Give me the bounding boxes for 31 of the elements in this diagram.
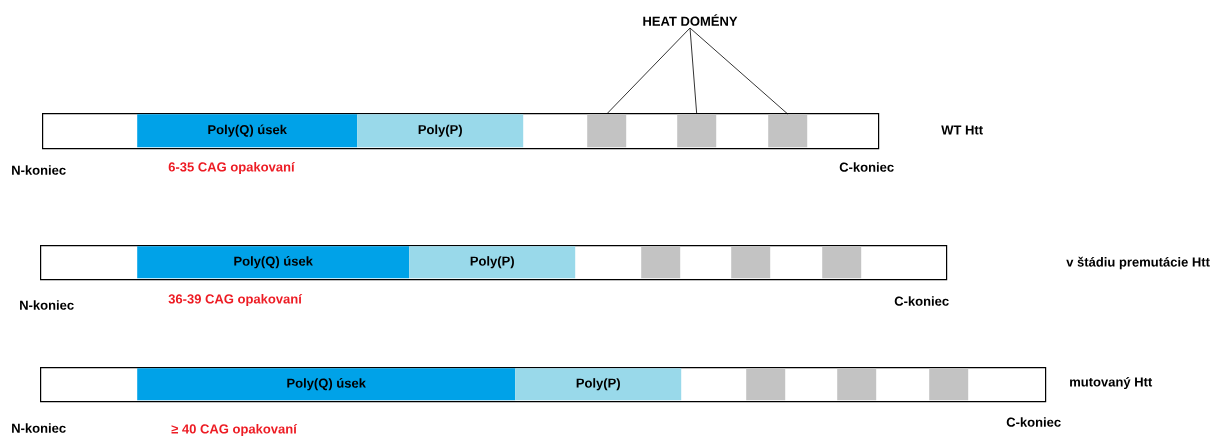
heat-domain [768, 114, 808, 148]
cag-repeat-label: 6-35 CAG opakovaní [168, 161, 295, 175]
end-label: N-koniec [20, 300, 74, 310]
domain-segment: Poly(Q) úsek [137, 246, 410, 279]
heat-domain [837, 368, 877, 401]
domain-segment: Poly(P) [515, 368, 682, 401]
end-label: C-koniec [1006, 417, 1061, 427]
heading-label: HEAT DOMÉNY [643, 14, 738, 26]
cag-repeat-label: ≥ 40 CAG opakovaní [171, 423, 298, 437]
leader-line [689, 27, 698, 115]
end-label: N-koniec [12, 423, 66, 433]
heat-domain [746, 368, 786, 401]
domain-segment: Poly(P) [409, 246, 576, 279]
domain-segment: Poly(Q) úsek [137, 368, 516, 401]
heat-domain [731, 246, 771, 279]
heat-domain [677, 114, 717, 148]
variant-label: mutovaný Htt [1070, 376, 1153, 390]
heat-domain [641, 246, 681, 279]
heat-domain [822, 246, 862, 279]
domain-segment: Poly(Q) úsek [137, 114, 358, 148]
cag-repeat-label: 36-39 CAG opakovaní [168, 293, 303, 307]
end-label: C-koniec [894, 296, 949, 306]
variant-label: v štádiu premutácie Htt [1066, 256, 1210, 270]
leader-line [606, 27, 691, 115]
leader-line [689, 27, 789, 115]
heat-domain [587, 114, 627, 148]
heat-domain [929, 368, 969, 401]
end-label: C-koniec [839, 162, 894, 172]
domain-segment: Poly(P) [357, 114, 524, 148]
variant-label: WT Htt [941, 125, 983, 135]
end-label: N-koniec [12, 165, 66, 175]
